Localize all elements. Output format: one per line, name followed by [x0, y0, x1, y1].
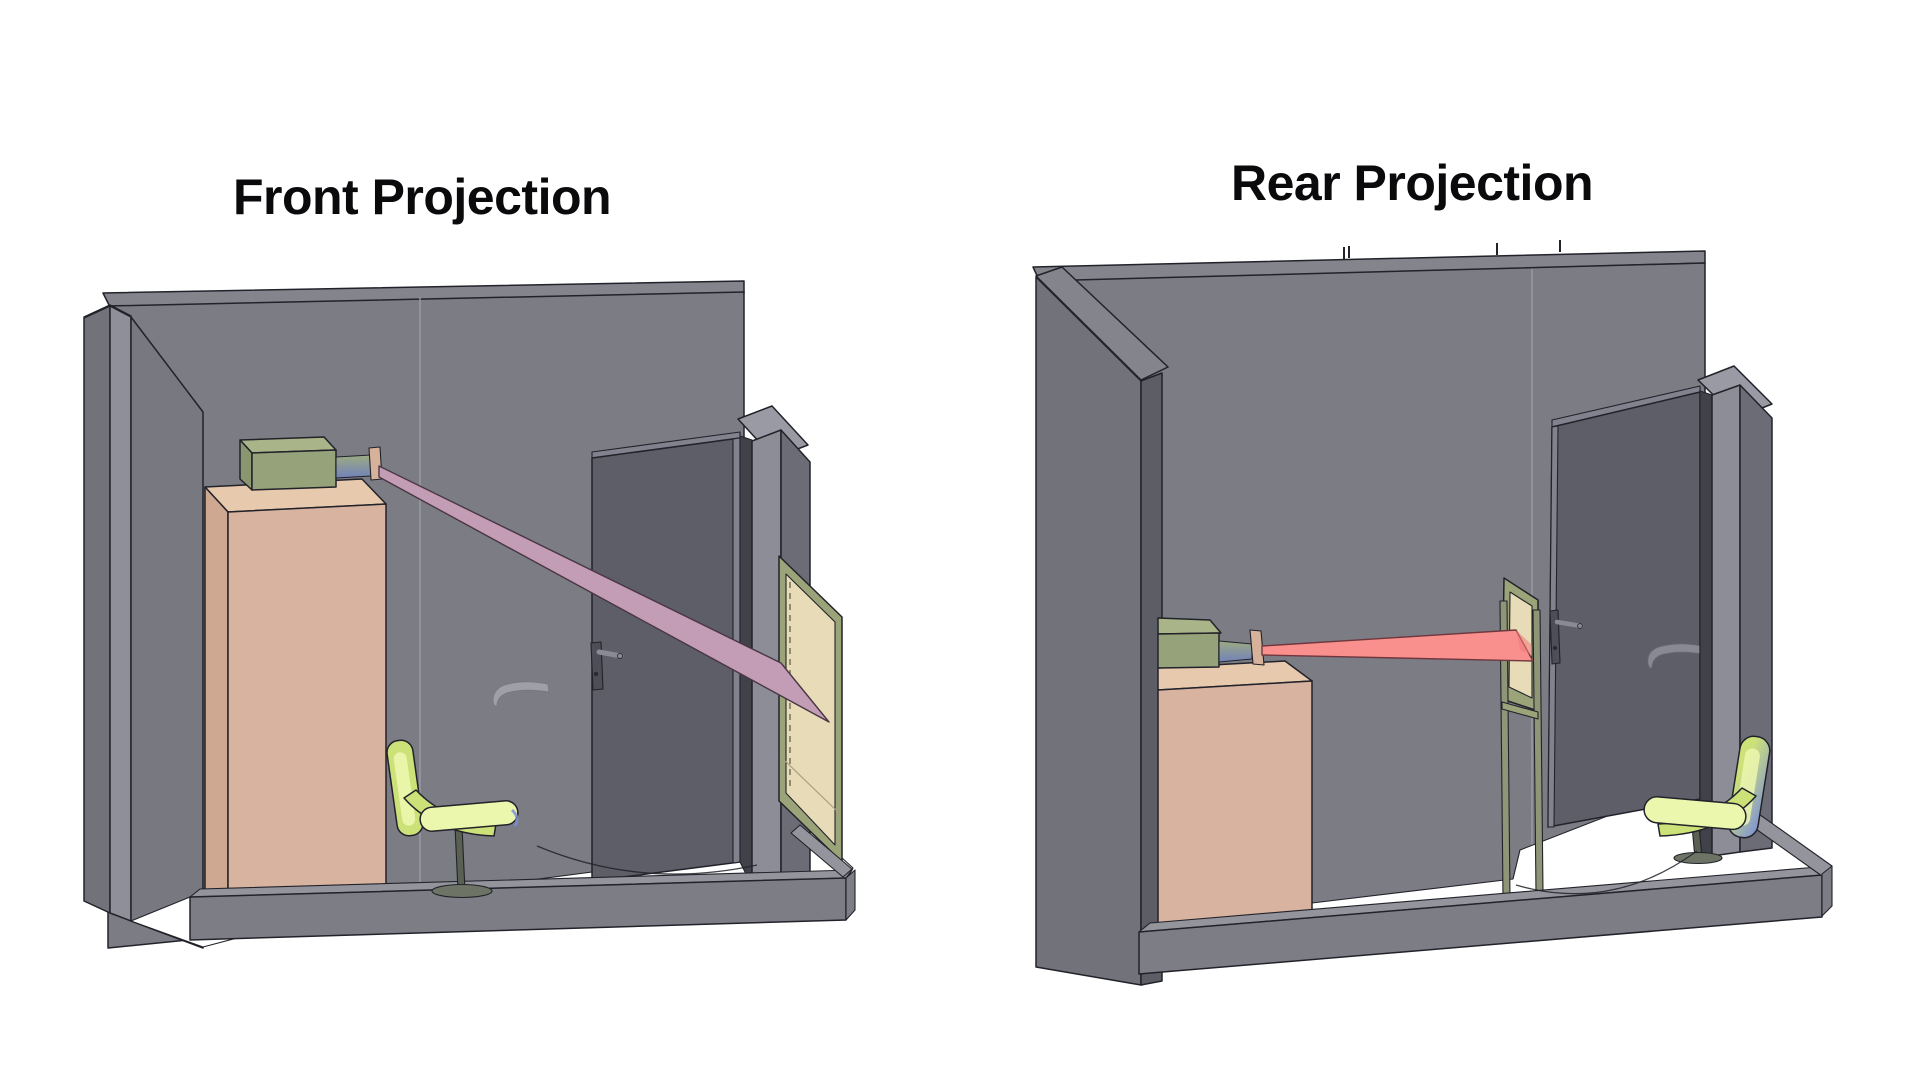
- rear-projection-title: Rear Projection: [1231, 155, 1593, 211]
- rear-door: [1547, 391, 1701, 828]
- rear-platform-corner-cap: [1821, 865, 1833, 917]
- rear-door-handle: [1549, 609, 1584, 665]
- front-leftwall-inner: [130, 316, 204, 949]
- rear-cabinet: [1157, 660, 1313, 951]
- rear-projection-beam: [1261, 629, 1534, 662]
- front-chair-base: [431, 883, 493, 899]
- rear-projector-lens: [1218, 640, 1253, 663]
- front-door-handle-plate: [590, 641, 604, 691]
- rear-projector-lens-plate: [1249, 629, 1265, 666]
- front-screen-crease: [781, 757, 839, 813]
- rear-door-handle-lever: [1554, 619, 1584, 629]
- rear-door-keyhole: [1552, 645, 1558, 651]
- front-door-handle: [590, 641, 624, 691]
- rear-return-wall-outer: [1739, 384, 1773, 853]
- front-door-swing-arc: [536, 845, 758, 875]
- front-projection-diagram: [83, 280, 856, 949]
- front-door-keyhole: [593, 671, 599, 677]
- rear-projector-top: [1157, 617, 1222, 635]
- rear-cabinet-front: [1157, 680, 1313, 951]
- rear-ghost-handle: [1647, 643, 1703, 669]
- rear-chair-seat: [1643, 796, 1747, 831]
- rear-chair-base: [1673, 851, 1723, 865]
- front-projector-body: [251, 449, 337, 491]
- front-cabinet: [204, 478, 387, 936]
- front-floor-platform: [189, 824, 856, 941]
- front-cabinet-side: [204, 486, 229, 936]
- front-projector-lens: [335, 454, 372, 479]
- rear-wall-top-tabs: [1343, 240, 1561, 259]
- rear-door-swing-arc: [1515, 850, 1698, 895]
- rear-leftwall-edge: [1140, 372, 1163, 986]
- front-leftwall-edge: [109, 305, 132, 922]
- rear-platform-front: [1138, 874, 1823, 975]
- rear-ghost-handle-shape: [1647, 643, 1703, 669]
- front-projector: [239, 436, 383, 491]
- front-ghost-handle-shape: [492, 681, 550, 707]
- rear-chair: [1643, 735, 1771, 865]
- rear-beam-hotspot: [1516, 630, 1532, 655]
- front-chair-back-cushion: [393, 752, 416, 826]
- front-chair: [386, 739, 519, 899]
- front-cabinet-front: [227, 503, 387, 936]
- front-leftwall-outer: [83, 305, 111, 914]
- rear-projection-diagram: [1032, 240, 1833, 986]
- front-ghost-handle: [492, 681, 550, 707]
- front-chair-seat: [419, 800, 519, 832]
- front-projection-title: Front Projection: [233, 169, 611, 225]
- front-door-handle-knob: [617, 653, 624, 660]
- front-platform-right-rail: [790, 824, 853, 878]
- rear-door-handle-plate: [1549, 609, 1561, 665]
- rear-door-handle-knob: [1577, 623, 1583, 629]
- rear-projector-body: [1157, 632, 1220, 669]
- rear-screen-stand-crossbar: [1501, 701, 1539, 720]
- front-chair-seat-trim: [510, 808, 519, 827]
- front-platform-corner-cap: [845, 869, 856, 921]
- front-projection-beam: [378, 465, 830, 723]
- rear-door-jamb: [1699, 390, 1713, 859]
- rear-leftwall-outer: [1035, 276, 1142, 986]
- rear-projector: [1157, 617, 1265, 669]
